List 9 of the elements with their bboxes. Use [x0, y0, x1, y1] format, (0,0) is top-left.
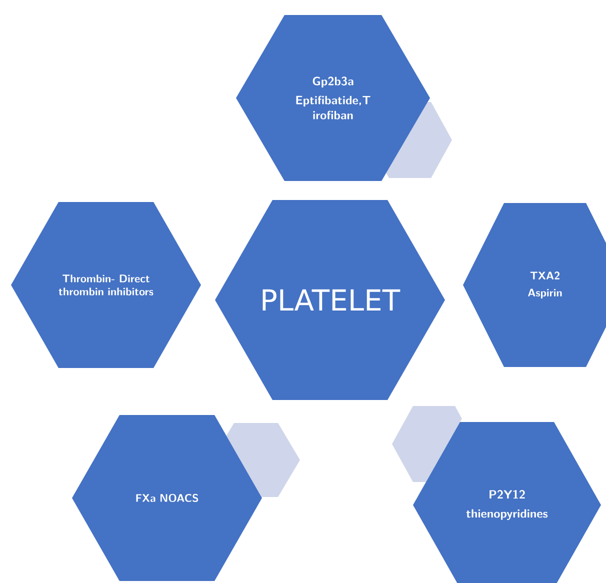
hexagon: PLATELET [215, 200, 445, 400]
hexagon [392, 406, 462, 482]
hexagon: P2Y12 thienopyridines [413, 422, 601, 583]
hexagon: Gp2b3a Eptifibatide,T irofiban [236, 15, 430, 181]
hexagon [226, 422, 300, 497]
hexagon: Thrombin- Direct thrombin inhibitors [11, 202, 201, 368]
hexagon [386, 102, 452, 178]
hexagon: TXA2 Aspirin [463, 203, 606, 367]
hexagon: FXa NOACS [72, 414, 262, 581]
